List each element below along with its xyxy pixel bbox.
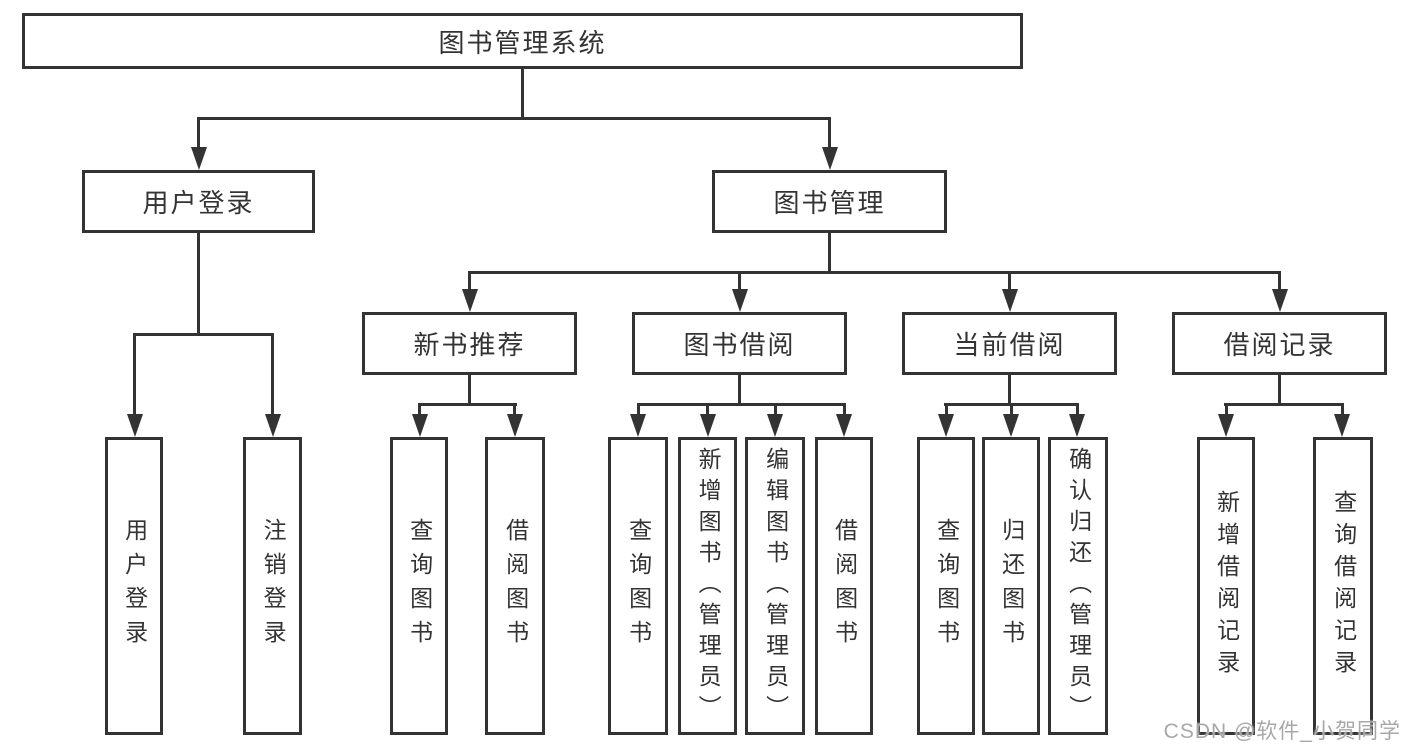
connector-line: [1340, 405, 1344, 416]
arrowhead-down-icon: [264, 414, 281, 437]
connector-line: [828, 119, 831, 149]
node-user-login: 用户登录: [82, 170, 315, 233]
arrowhead-down-icon: [1001, 289, 1018, 312]
connector-line: [468, 375, 471, 405]
arrowhead-down-icon: [190, 147, 207, 170]
connector-line: [197, 119, 200, 149]
connector-line: [637, 403, 846, 406]
connector-line: [944, 405, 948, 416]
connector-line: [1075, 405, 1079, 416]
arrowhead-down-icon: [731, 289, 748, 312]
connector-line: [1008, 375, 1011, 405]
connector-line: [842, 405, 846, 416]
connector-line: [1008, 273, 1011, 291]
node-cb-confirm-return-admin: 确认归还（管理员）: [1048, 437, 1108, 735]
node-user-login-action: 用户登录: [105, 437, 163, 735]
connector-line: [944, 403, 1079, 406]
node-bb-edit-books-admin: 编辑图书（管理员）: [745, 437, 805, 735]
arrowhead-down-icon: [506, 414, 523, 437]
node-cb-return-books: 归还图书: [982, 437, 1040, 735]
node-bb-borrow-books: 借阅图书: [815, 437, 873, 735]
connector-line: [133, 335, 136, 416]
arrowhead-down-icon: [1003, 414, 1019, 437]
arrowhead-down-icon: [821, 147, 838, 170]
arrowhead-down-icon: [461, 289, 478, 312]
arrowhead-down-icon: [767, 414, 783, 437]
node-book-borrow: 图书借阅: [632, 312, 847, 375]
arrowhead-down-icon: [1334, 414, 1350, 437]
arrowhead-down-icon: [126, 414, 143, 437]
connector-line: [1009, 405, 1013, 416]
node-bb-query-books: 查询图书: [608, 437, 668, 735]
node-new-book-recommend: 新书推荐: [362, 312, 577, 375]
node-nb-borrow-books: 借阅图书: [485, 437, 545, 735]
arrowhead-down-icon: [938, 414, 954, 437]
arrowhead-down-icon: [836, 414, 852, 437]
arrowhead-down-icon: [699, 414, 716, 437]
node-book-management: 图书管理: [712, 170, 947, 233]
connector-line: [1224, 403, 1344, 406]
arrowhead-down-icon: [411, 414, 428, 437]
connector-line: [468, 273, 471, 291]
connector-line: [1278, 375, 1281, 405]
arrowhead-down-icon: [1218, 414, 1234, 437]
connector-line: [738, 375, 741, 405]
connector-line: [197, 233, 200, 335]
connector-line: [1278, 273, 1281, 291]
connector-line: [706, 405, 709, 416]
connector-line: [133, 333, 274, 336]
connector-line: [418, 403, 517, 406]
arrowhead-down-icon: [1271, 289, 1288, 312]
node-logout-action: 注销登录: [243, 437, 302, 735]
node-cb-query-books: 查询图书: [917, 437, 975, 735]
connector-line: [636, 405, 640, 416]
connector-line: [271, 335, 274, 416]
node-bb-add-books-admin: 新增图书（管理员）: [678, 437, 737, 735]
connector-line: [738, 273, 741, 291]
connector-line: [1224, 405, 1228, 416]
connector-line: [828, 233, 831, 273]
connector-line: [513, 405, 516, 416]
node-br-query-record: 查询借阅记录: [1313, 437, 1373, 735]
connector-line: [197, 117, 831, 120]
node-nb-query-books: 查询图书: [390, 437, 448, 735]
connector-line: [468, 271, 1281, 274]
node-br-add-record: 新增借阅记录: [1197, 437, 1255, 735]
watermark: CSDN @软件_小贺同学: [1163, 720, 1401, 743]
node-borrow-record: 借阅记录: [1172, 312, 1387, 375]
connector-line: [521, 69, 524, 117]
connector-line: [418, 405, 421, 416]
arrowhead-down-icon: [630, 414, 646, 437]
node-root: 图书管理系统: [22, 13, 1023, 69]
connector-line: [773, 405, 777, 416]
node-current-borrow: 当前借阅: [902, 312, 1117, 375]
arrowhead-down-icon: [1069, 414, 1085, 437]
